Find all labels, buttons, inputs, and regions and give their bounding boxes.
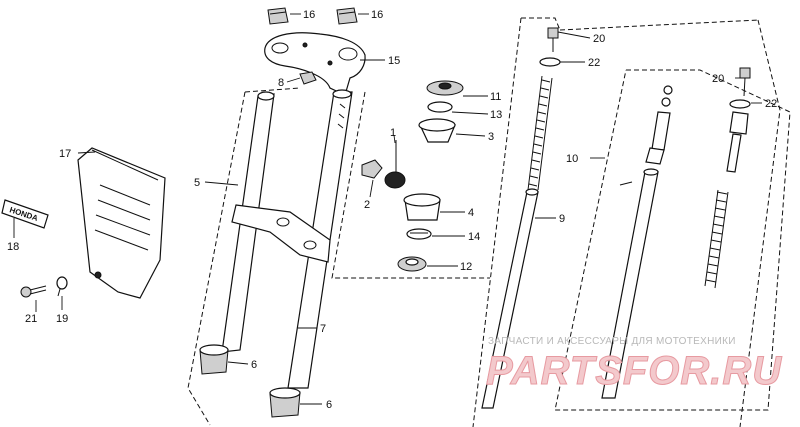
bolt-20b [739, 67, 751, 97]
grommet-19 [56, 276, 68, 297]
watermark-brand: PARTSFOR.RU [486, 349, 782, 393]
seal-12 [397, 256, 427, 272]
bottom-bridge [231, 204, 331, 263]
callout-10: 10 [566, 153, 578, 165]
outline-fork-assembly [187, 87, 490, 426]
callout-13: 13 [490, 109, 502, 121]
callout-12: 12 [460, 261, 472, 273]
cap-16-left [267, 7, 289, 25]
ring-14 [406, 228, 432, 240]
callout-14: 14 [468, 231, 480, 243]
callout-11: 11 [490, 91, 501, 103]
callout-6-lower: 6 [326, 399, 332, 411]
callout-7: 7 [320, 323, 326, 335]
outline-inner-fork-subassembly [554, 69, 791, 411]
top-bridge-15 [264, 32, 366, 96]
dust-seal-6b [269, 387, 301, 418]
roll-pin [619, 181, 633, 186]
damper-rod-tube [601, 168, 659, 399]
fork-shroud-17 [77, 147, 166, 299]
callout-20-upper: 20 [593, 33, 605, 45]
damper-rod-piston [645, 85, 673, 165]
callout-3: 3 [488, 131, 494, 143]
callout-18: 18 [7, 241, 19, 253]
bolt-1 [384, 140, 406, 189]
callout-16-left: 16 [303, 9, 315, 21]
callout-9: 9 [559, 213, 565, 225]
cap-16-right [336, 7, 358, 25]
spring-9 [527, 75, 553, 191]
callout-20-right: 20 [712, 73, 724, 85]
watermark: ЗАПЧАСТИ И АКСЕССУАРЫ ДЛЯ МОТОТЕХНИКИ PA… [486, 336, 782, 394]
bolt-20a [547, 27, 559, 52]
washer-22b [729, 99, 751, 109]
callout-17: 17 [59, 148, 71, 160]
callout-4: 4 [468, 207, 474, 219]
callout-2: 2 [364, 199, 370, 211]
callouts: 16 16 15 8 5 6 6 7 1 2 3 11 13 4 14 12 9… [7, 9, 777, 411]
washer-13 [427, 101, 453, 113]
bearing-race-3 [418, 118, 456, 143]
damper-rod-top [726, 111, 749, 173]
watermark-subtitle: ЗАПЧАСТИ И АКСЕССУАРЫ ДЛЯ МОТОТЕХНИКИ [488, 336, 736, 347]
callout-22-upper: 22 [588, 57, 600, 69]
callout-21: 21 [25, 313, 37, 325]
leader-lines [13, 13, 762, 405]
callout-5: 5 [194, 177, 200, 189]
rebound-spring [704, 189, 729, 289]
bearing-cone-4 [403, 193, 441, 221]
callout-15: 15 [388, 55, 400, 67]
nut-2 [361, 159, 383, 179]
callout-1: 1 [390, 127, 396, 139]
fork-tube-9 [481, 188, 539, 409]
callout-16-right: 16 [371, 9, 383, 21]
callout-8: 8 [278, 77, 284, 89]
callout-19: 19 [56, 313, 68, 325]
outline-fork-tube-assembly [472, 17, 781, 427]
dust-seal-6a [199, 344, 229, 375]
callout-6-upper: 6 [251, 359, 257, 371]
screw-21 [20, 285, 47, 298]
nut-8 [299, 71, 317, 85]
emblem-18: HONDA [1, 199, 49, 229]
callout-22-right: 22 [765, 98, 777, 110]
steering-nut-11 [426, 80, 464, 96]
washer-22a [539, 57, 561, 67]
